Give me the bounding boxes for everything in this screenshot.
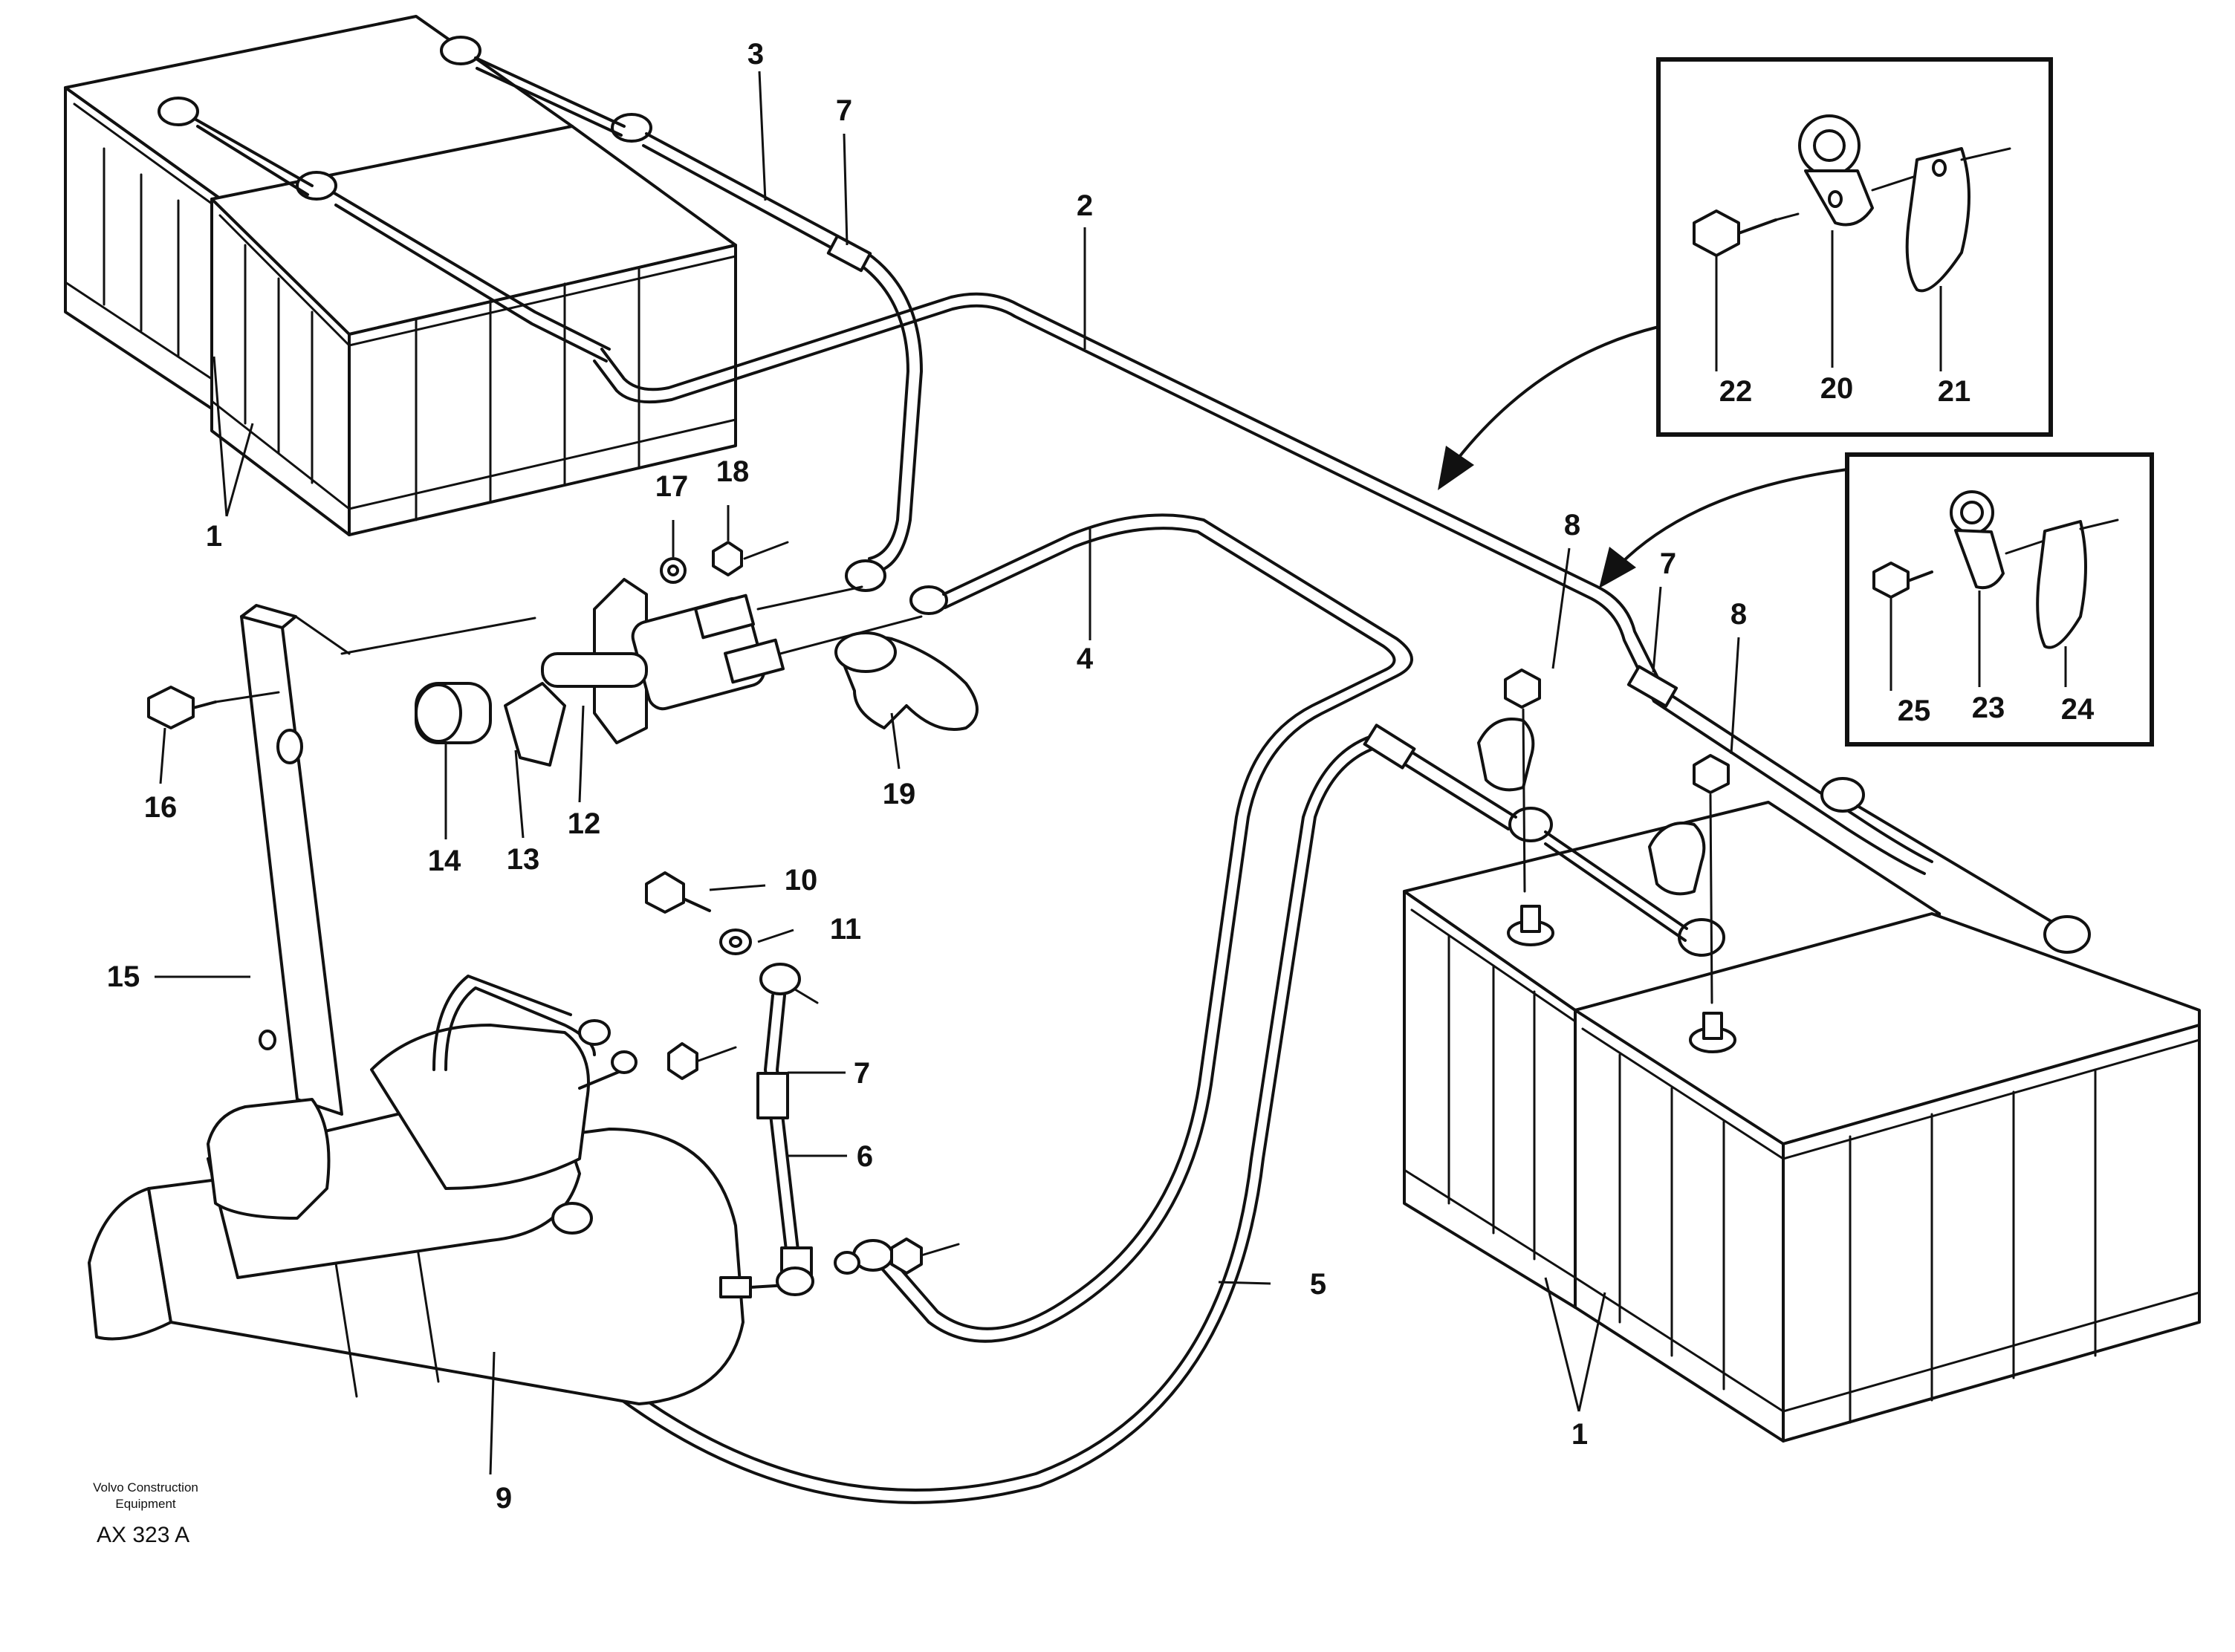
battery-front-bottom-right: [1574, 912, 2201, 1443]
battery-terminals-bottom-right: [1507, 905, 1736, 1053]
inset-arrows: [1438, 325, 1849, 588]
callout-22: 22: [1719, 375, 1753, 408]
callout-leaders: [155, 71, 1740, 1475]
callout-21: 21: [1938, 375, 1971, 408]
callout-11: 11: [830, 913, 861, 946]
callout-25: 25: [1898, 695, 1931, 727]
cable-5: [615, 731, 1398, 1504]
callout-7-top: 7: [836, 94, 852, 127]
cable-4: [852, 513, 1413, 1343]
callout-7-lower: 7: [854, 1057, 870, 1090]
bolt-10: [645, 871, 711, 914]
callout-24: 24: [2061, 693, 2095, 726]
callout-19: 19: [883, 778, 916, 810]
solenoid-assembly: [415, 541, 923, 767]
callout-8-right: 8: [1730, 598, 1747, 631]
callout-labels: 1 2 3 7 4 8 7 8 17 18 16 12 19 14 13 10 …: [107, 38, 2095, 1515]
callout-13: 13: [507, 843, 540, 876]
cable-2: [593, 292, 2091, 954]
callout-10: 10: [785, 864, 818, 897]
callout-1-top: 1: [206, 520, 222, 553]
battery-terminals-top-left: [158, 36, 652, 362]
cable-6: [756, 963, 960, 1296]
battery-front-top-left: [210, 125, 737, 536]
maker-line-1: Volvo Construction: [93, 1480, 198, 1495]
callout-7-right: 7: [1660, 547, 1676, 580]
callout-1-bottom: 1: [1571, 1418, 1588, 1451]
callout-6: 6: [857, 1140, 873, 1173]
callout-3: 3: [747, 38, 764, 71]
drawing-code: AX 323 A: [97, 1523, 189, 1547]
callout-8-left: 8: [1564, 509, 1580, 542]
terminal-boot-19: [834, 631, 979, 731]
battery-link-cable: [1363, 718, 1725, 957]
cable-3: [642, 132, 923, 592]
nut-8-right: [1693, 754, 1730, 794]
callout-5: 5: [1310, 1268, 1326, 1301]
battery-pair-bottom-right: [1363, 669, 2201, 1443]
bracket-plate-15: [240, 604, 536, 1116]
callout-17: 17: [655, 470, 689, 503]
callout-9: 9: [496, 1482, 512, 1515]
washer-11: [719, 929, 752, 955]
callout-14: 14: [428, 845, 461, 877]
battery-pair-top-left: [64, 15, 737, 536]
callout-18: 18: [716, 455, 750, 488]
callout-23: 23: [1972, 692, 2005, 724]
drawing-footer: Volvo Construction Equipment AX 323 A: [93, 1480, 198, 1547]
callout-20: 20: [1820, 372, 1854, 405]
callout-2: 2: [1077, 189, 1093, 222]
nut-8-left: [1504, 669, 1541, 709]
detail-inset-upper: [1656, 57, 2053, 437]
callout-4: 4: [1077, 643, 1094, 675]
starter-motor-9: [88, 975, 789, 1405]
callout-15: 15: [107, 960, 140, 993]
callout-12: 12: [568, 807, 601, 840]
detail-inset-lower: [1845, 452, 2154, 747]
maker-line-2: Equipment: [115, 1497, 176, 1511]
callout-16: 16: [144, 791, 178, 824]
bolt-16: [147, 686, 280, 729]
